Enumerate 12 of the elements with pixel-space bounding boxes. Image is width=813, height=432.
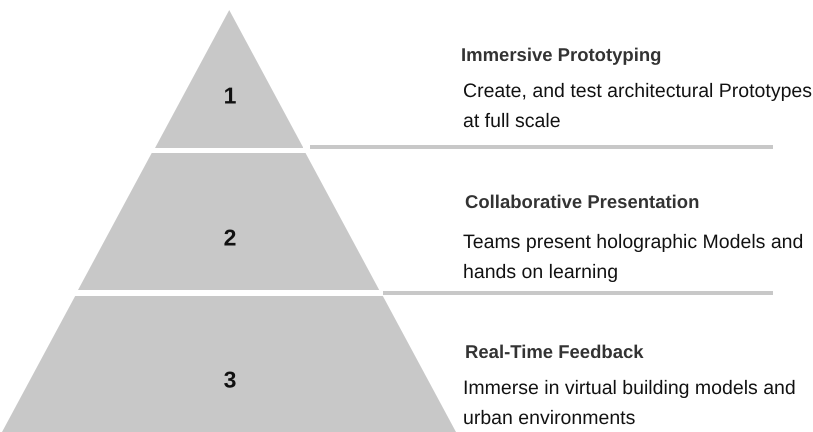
- tier-heading: Collaborative Presentation: [465, 191, 700, 213]
- pyramid-tier: [2, 296, 456, 432]
- pyramid-tier: [78, 153, 380, 290]
- tier-number: 3: [224, 366, 236, 394]
- tier-heading: Immersive Prototyping: [461, 44, 662, 66]
- pyramid-tier: [154, 10, 304, 148]
- tier-description: Teams present holographic Models and hands on learning: [463, 230, 804, 285]
- tier-description: Immerse in virtual building models and urban environments: [463, 376, 797, 431]
- tier-description: Create, and test architectural Prototypes at full scale: [463, 79, 813, 134]
- tier-number: 2: [224, 224, 236, 252]
- tier-heading: Real-Time Feedback: [465, 341, 644, 363]
- tier-number: 1: [224, 82, 236, 110]
